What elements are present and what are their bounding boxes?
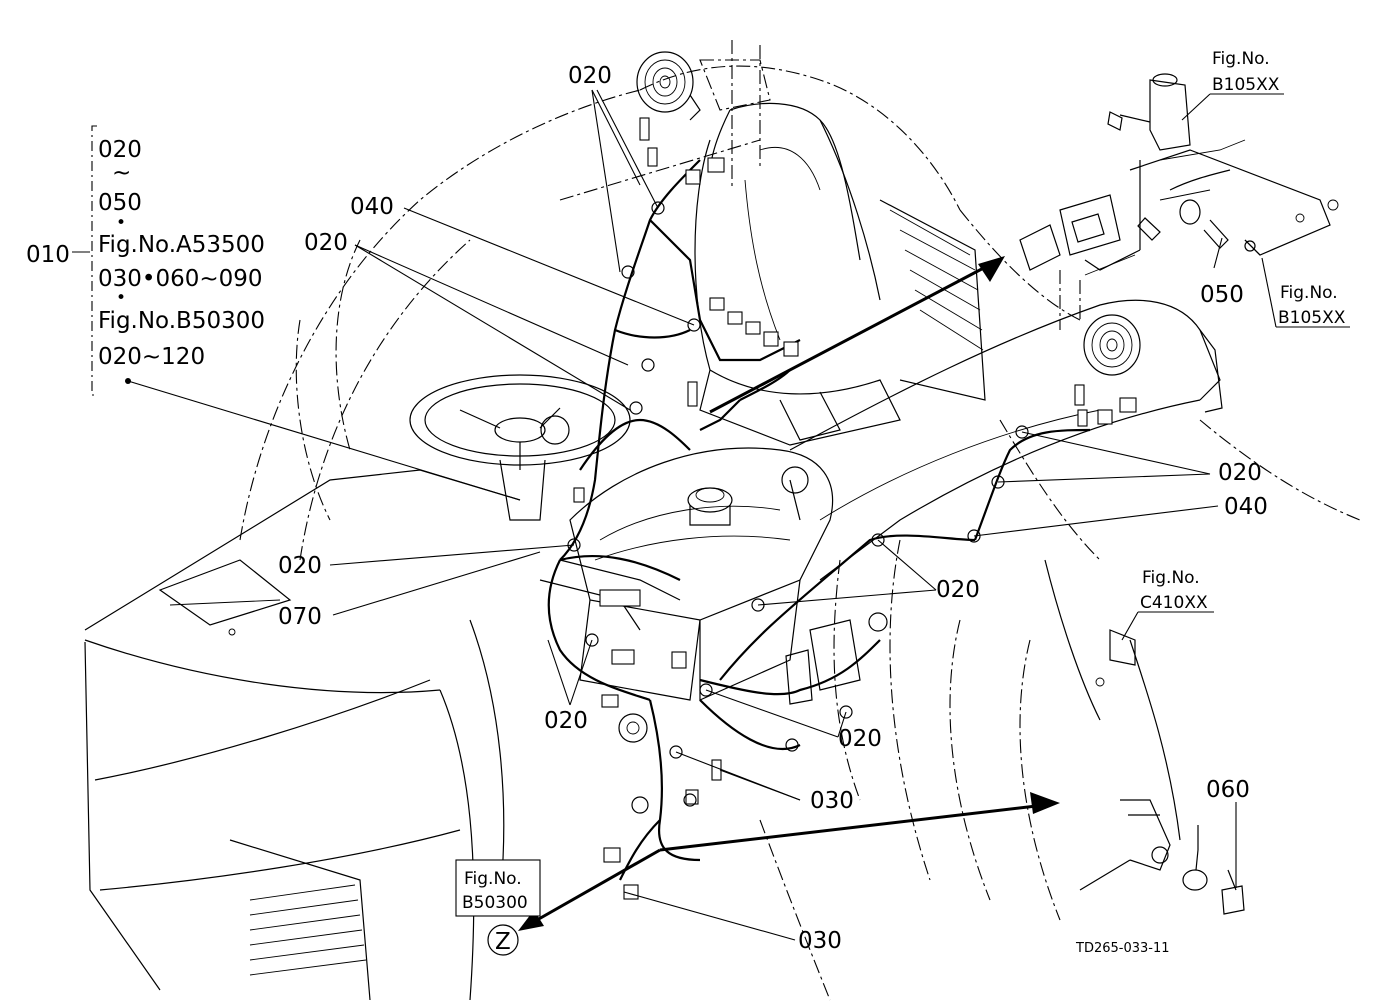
legend-line-9: 020~120	[98, 344, 205, 370]
legend-line-1: 020	[98, 137, 142, 163]
legend-line-7: •	[116, 288, 126, 308]
fig-ref-top-right-code: B105XX	[1212, 75, 1280, 95]
callout-030-bottom: 030	[798, 928, 842, 954]
fig-ref-top-right-prefix: Fig.No.	[1212, 49, 1270, 69]
callout-040-right: 040	[1224, 494, 1268, 520]
callout-labels: 020 040 020 050 020 040 020 070 020 020 …	[278, 63, 1268, 954]
horn-top	[636, 51, 701, 121]
fig-ref-right-mid-code: B105XX	[1278, 308, 1346, 328]
legend-line-4: •	[116, 213, 126, 233]
inset-bracket-bolt	[1079, 799, 1245, 915]
fig-ref-right-lower: Fig.No. C410XX	[1121, 568, 1214, 641]
fig-ref-right-mid-prefix: Fig.No.	[1280, 283, 1338, 303]
callout-070: 070	[278, 604, 322, 630]
drawing-id: TD265-033-11	[1075, 941, 1170, 956]
right-fender	[789, 299, 1223, 841]
fig-ref-top-right: Fig.No. B105XX	[1181, 49, 1284, 121]
callout-020-mid-right: 020	[936, 577, 980, 603]
callout-050: 050	[1200, 282, 1244, 308]
callout-030-mid: 030	[810, 788, 854, 814]
seat	[694, 102, 986, 446]
view-marker-letter: Z	[495, 929, 511, 955]
legend-line-5: Fig.No.A53500	[98, 232, 265, 258]
legend-line-6: 030•060~090	[98, 266, 263, 292]
fig-ref-bottom-left: Fig.No. B50300	[455, 859, 541, 917]
legend-main-ref: 010	[26, 242, 70, 268]
callout-020-top: 020	[568, 63, 612, 89]
callout-020-right: 020	[1218, 460, 1262, 486]
fig-ref-right-lower-prefix: Fig.No.	[1142, 568, 1200, 588]
legend-bracket	[72, 125, 521, 501]
fig-ref-bottom-left-code: B50300	[462, 893, 528, 913]
fig-ref-right-lower-code: C410XX	[1140, 593, 1208, 613]
legend-line-2: ~	[112, 160, 131, 186]
callout-020-lower-left: 020	[544, 708, 588, 734]
callout-020-mid-left: 020	[278, 553, 322, 579]
legend-line-8: Fig.No.B50300	[98, 308, 265, 334]
legend-line-3: 050	[98, 190, 142, 216]
callout-060: 060	[1206, 777, 1250, 803]
callout-020-upper-left: 020	[304, 230, 348, 256]
callout-leaders	[329, 89, 1237, 941]
harness-clips	[567, 201, 1029, 807]
steering-wheel	[409, 374, 631, 521]
inset-switch-bracket	[1019, 73, 1339, 276]
callout-040-upper: 040	[350, 194, 394, 220]
pointer-arrows	[518, 256, 1060, 931]
wiring-harness	[547, 159, 1091, 881]
fig-ref-bottom-left-prefix: Fig.No.	[464, 869, 522, 889]
tractor-body-outline	[239, 40, 1361, 1001]
dash-panel	[539, 415, 834, 701]
fig-ref-right-mid: Fig.No. B105XX	[1261, 257, 1350, 328]
hood-outline	[84, 469, 521, 1001]
harness-connectors	[573, 117, 1137, 900]
view-marker: Z	[487, 924, 519, 956]
callout-020-lower-right: 020	[838, 726, 882, 752]
legend: 020 ~ 050 • Fig.No.A53500 030•060~090 • …	[26, 137, 265, 370]
